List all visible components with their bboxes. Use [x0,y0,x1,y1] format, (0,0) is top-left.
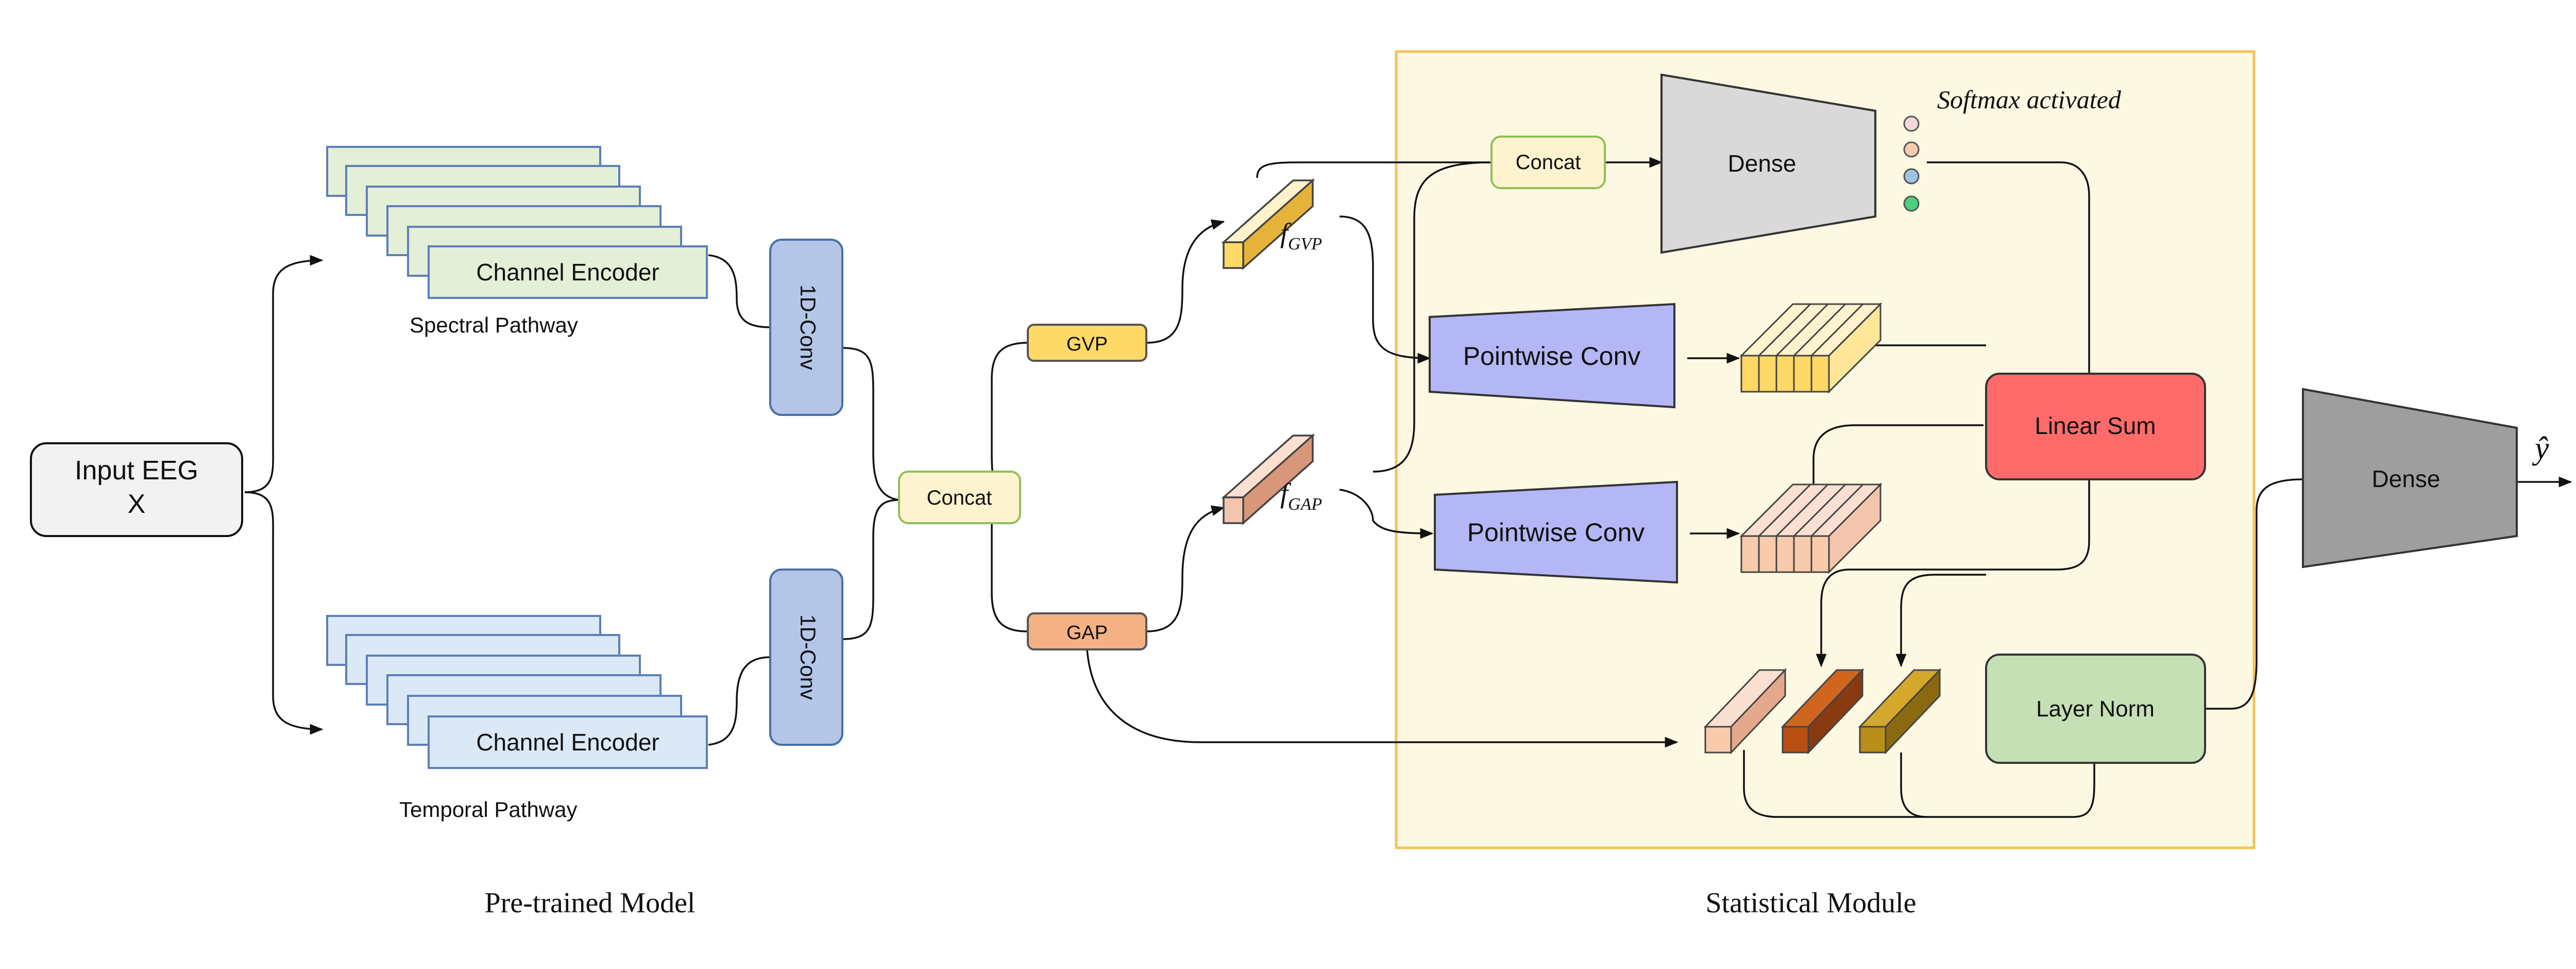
gvp-tensor [1739,302,1883,394]
spectral-conv-label: 1D-Conv [796,285,820,370]
cube-attention-a [1781,668,1865,755]
concat-main-box: Concat [898,471,1021,524]
dense-final-block: Dense [2302,388,2518,569]
gvp-box: GVP [1027,324,1147,362]
softmax-label: Softmax activated [1937,85,2122,114]
dense-stat-block: Dense [1660,73,1876,254]
connections [244,157,2572,818]
output-label: ŷ [2532,431,2549,466]
section-pretrained-title: Pre-trained Model [485,887,696,919]
temporal-channel-encoder [428,715,708,769]
layer-norm-label: Layer Norm [2036,696,2155,722]
concat-stat-box: Concat [1490,136,1606,189]
concat-main-label: Concat [927,487,992,509]
spectral-encoder-stack: Channel Encoder [326,146,708,299]
pointwise-conv-gvp: Pointwise Conv [1429,303,1675,409]
input-eeg-box: Input EEG X [30,442,243,537]
gap-label: GAP [1066,622,1108,644]
pointwise-conv-gap: Pointwise Conv [1434,480,1678,584]
dense-final-label: Dense [2372,465,2441,492]
f-gap-label: fGAP [1280,478,1322,514]
spectral-channel-encoder [428,245,708,299]
softmax-output-dots [1903,115,1920,212]
temporal-encoder-stack: Channel Encoder [326,615,708,769]
linear-sum-box: Linear Sum [1985,373,2206,480]
gap-box: GAP [1027,612,1147,650]
f-gap-vector [1221,433,1315,525]
temporal-channel-encoder-label: Channel Encoder [476,729,659,756]
f-gvp-vector [1221,178,1315,270]
temporal-pathway-label: Temporal Pathway [399,797,578,822]
gap-tensor [1739,482,1883,574]
temporal-conv-block: 1D-Conv [769,569,843,746]
gvp-label: GVP [1066,333,1108,355]
pointwise-conv-gap-label: Pointwise Conv [1467,518,1645,547]
cube-gap-feature [1703,668,1787,755]
layer-norm-box: Layer Norm [1985,654,2206,764]
cube-attention-b [1858,668,1942,755]
input-eeg-variable: X [128,489,146,519]
spectral-conv-block: 1D-Conv [769,239,843,416]
f-gvp-label: fGVP [1280,218,1322,254]
linear-sum-label: Linear Sum [2035,412,2156,439]
spectral-channel-encoder-label: Channel Encoder [476,259,659,286]
section-statistical-title: Statistical Module [1705,887,1916,919]
spectral-pathway-label: Spectral Pathway [410,313,578,337]
input-eeg-label: Input EEG [75,456,198,486]
temporal-conv-label: 1D-Conv [796,614,820,700]
dense-stat-label: Dense [1728,150,1797,177]
concat-stat-label: Concat [1516,151,1581,174]
pointwise-conv-gvp-label: Pointwise Conv [1463,342,1641,371]
